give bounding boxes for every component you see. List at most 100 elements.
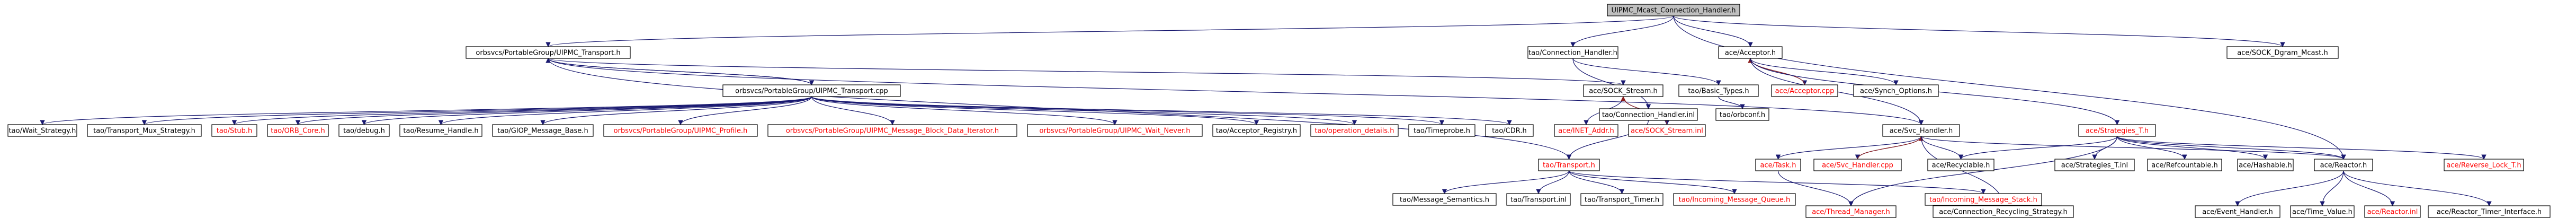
node-uipmc_transport_cpp[interactable]: orbsvcs/PortableGroup/UIPMC_Transport.cp… (722, 84, 901, 97)
node-inet_addr_h[interactable]: ace/INET_Addr.h (1554, 124, 1618, 137)
node-box-synch_options_h (1853, 84, 1939, 97)
node-hashable_h[interactable]: ace/Hashable.h (2237, 159, 2294, 171)
node-label-reactor_h: ace/Reactor.h (2320, 162, 2367, 170)
edge-uipmc_transport_cpp-to-uipmc_transport_h (545, 58, 812, 85)
node-label-connection_recycling_strategy_h: ace/Connection_Recycling_Strategy.h (1939, 208, 2067, 216)
node-box-refcountable_h (2147, 159, 2222, 171)
node-root[interactable]: UIPMC_Mcast_Connection_Handler.h (1607, 4, 1740, 16)
node-basic_types_h[interactable]: tao/Basic_Types.h (1678, 84, 1759, 97)
node-label-root: UIPMC_Mcast_Connection_Handler.h (1611, 7, 1736, 15)
node-svc_handler_h[interactable]: ace/Svc_Handler.h (1882, 124, 1960, 137)
node-connection_handler_h[interactable]: tao/Connection_Handler.h (1527, 46, 1618, 59)
node-timeprobe_h[interactable]: tao/Timeprobe.h (1408, 124, 1475, 137)
node-box-cdr_h (1485, 124, 1534, 137)
node-incoming_message_stack_h[interactable]: tao/Incoming_Message_Stack.h (1925, 193, 2042, 206)
node-label-reactor_inl: ace/Reactor.inl (2367, 208, 2418, 216)
node-strategies_t_inl[interactable]: ace/Strategies_T.inl (2054, 159, 2135, 171)
node-recyclable_h[interactable]: ace/Recyclable.h (1927, 159, 1994, 171)
node-uipmc_profile_h[interactable]: orbsvcs/PortableGroup/UIPMC_Profile.h (603, 124, 758, 137)
node-svc_handler_cpp[interactable]: ace/Svc_Handler.cpp (1813, 159, 1902, 171)
node-box-message_semantics_h (1392, 193, 1497, 206)
node-box-transport_inl (1506, 193, 1571, 206)
node-message_semantics_h[interactable]: tao/Message_Semantics.h (1392, 193, 1497, 206)
node-uipmc_message_block_data_iterator_h[interactable]: orbsvcs/PortableGroup/UIPMC_Message_Bloc… (767, 124, 1017, 137)
node-synch_options_h[interactable]: ace/Synch_Options.h (1853, 84, 1939, 97)
edge-svc_handler_h-to-task_h (1775, 136, 1922, 160)
edge-reactor_h-to-time_value_h (2320, 170, 2344, 206)
node-acceptor_h[interactable]: ace/Acceptor.h (1718, 46, 1783, 59)
node-orb_core_h[interactable]: tao/ORB_Core.h (267, 124, 329, 137)
node-box-resume_handle_h (399, 124, 482, 137)
node-label-event_handler_h: ace/Event_Handler.h (2202, 208, 2273, 216)
node-box-giop_message_base_h (492, 124, 594, 137)
node-event_handler_h[interactable]: ace/Event_Handler.h (2195, 205, 2280, 218)
node-uipmc_transport_h[interactable]: orbsvcs/PortableGroup/UIPMC_Transport.h (466, 46, 631, 59)
node-strategies_t_h[interactable]: ace/Strategies_T.h (2078, 124, 2156, 137)
node-reactor_inl[interactable]: ace/Reactor.inl (2364, 205, 2421, 218)
edge-task_h-to-thread_manager_h (1777, 170, 1854, 206)
node-box-orbconf_h (1715, 108, 1769, 121)
node-incoming_message_queue_h[interactable]: tao/Incoming_Message_Queue.h (1673, 193, 1796, 206)
node-label-transport_h: tao/Transport.h (1543, 162, 1595, 170)
node-refcountable_h[interactable]: ace/Refcountable.h (2147, 159, 2222, 171)
node-label-refcountable_h: ace/Refcountable.h (2151, 162, 2217, 170)
node-box-acceptor_registry_h (1212, 124, 1301, 137)
node-label-sock_stream_inl: ace/SOCK_Stream.inl (1631, 127, 1703, 135)
node-connection_recycling_strategy_h[interactable]: ace/Connection_Recycling_Strategy.h (1933, 205, 2074, 218)
node-uipmc_wait_never_h[interactable]: orbsvcs/PortableGroup/UIPMC_Wait_Never.h (1027, 124, 1203, 137)
node-transport_mux_strategy_h[interactable]: tao/Transport_Mux_Strategy.h (87, 124, 202, 137)
edge-acceptor_h-to-synch_options_h (1750, 58, 1899, 85)
node-thread_manager_h[interactable]: ace/Thread_Manager.h (1805, 205, 1897, 218)
node-reactor_h[interactable]: ace/Reactor.h (2314, 159, 2373, 171)
node-reverse_lock_t_h[interactable]: ace/Reverse_Lock_T.h (2444, 159, 2524, 171)
node-sock_stream_h[interactable]: ace/SOCK_Stream.h (1583, 84, 1663, 97)
node-task_h[interactable]: ace/Task.h (1755, 159, 1801, 171)
node-box-acceptor_cpp (1771, 84, 1838, 97)
node-box-reactor_h (2314, 159, 2373, 171)
node-time_value_h[interactable]: ace/Time_Value.h (2290, 205, 2355, 218)
node-box-strategies_t_h (2078, 124, 2156, 137)
node-transport_inl[interactable]: tao/Transport.inl (1506, 193, 1571, 206)
node-box-connection_recycling_strategy_h (1933, 205, 2074, 218)
node-box-connection_handler_inl (1599, 108, 1698, 121)
node-label-message_semantics_h: tao/Message_Semantics.h (1400, 196, 1489, 204)
edge-uipmc_transport_cpp-to-stub_h (232, 96, 812, 125)
node-acceptor_cpp[interactable]: ace/Acceptor.cpp (1771, 84, 1838, 97)
node-label-uipmc_message_block_data_iterator_h: orbsvcs/PortableGroup/UIPMC_Message_Bloc… (786, 127, 999, 135)
node-label-operation_details_h: tao/operation_details.h (1315, 127, 1394, 135)
node-label-uipmc_transport_h: orbsvcs/PortableGroup/UIPMC_Transport.h (476, 49, 620, 57)
node-cdr_h[interactable]: tao/CDR.h (1485, 124, 1534, 137)
node-label-uipmc_profile_h: orbsvcs/PortableGroup/UIPMC_Profile.h (614, 127, 748, 135)
edge-strategies_t_h-to-reverse_lock_t_h (2116, 136, 2486, 160)
node-connection_handler_inl[interactable]: tao/Connection_Handler.inl (1599, 108, 1698, 121)
node-orbconf_h[interactable]: tao/orbconf.h (1715, 108, 1769, 121)
node-label-uipmc_transport_cpp: orbsvcs/PortableGroup/UIPMC_Transport.cp… (735, 88, 888, 95)
node-acceptor_registry_h[interactable]: tao/Acceptor_Registry.h (1212, 124, 1301, 137)
node-label-timeprobe_h: tao/Timeprobe.h (1414, 127, 1470, 135)
node-sock_stream_inl[interactable]: ace/SOCK_Stream.inl (1628, 124, 1706, 137)
node-box-root (1607, 4, 1740, 16)
edge-uipmc_transport_cpp-to-transport_mux_strategy_h (142, 96, 812, 125)
node-label-synch_options_h: ace/Synch_Options.h (1860, 88, 1932, 95)
edge-uipmc_transport_h-to-sock_stream_h (548, 58, 1626, 85)
node-stub_h[interactable]: tao/Stub.h (211, 124, 257, 137)
node-box-incoming_message_stack_h (1925, 193, 2042, 206)
node-reactor_timer_interface_h[interactable]: ace/Reactor_Timer_Interface.h (2428, 205, 2551, 218)
node-resume_handle_h[interactable]: tao/Resume_Handle.h (399, 124, 482, 137)
node-label-connection_handler_inl: tao/Connection_Handler.inl (1602, 111, 1695, 119)
node-giop_message_base_h[interactable]: tao/GIOP_Message_Base.h (492, 124, 594, 137)
node-box-thread_manager_h (1805, 205, 1897, 218)
node-wait_strategy_h[interactable]: tao/Wait_Strategy.h (7, 124, 77, 137)
node-transport_h[interactable]: tao/Transport.h (1538, 159, 1600, 171)
node-debug_h[interactable]: tao/debug.h (338, 124, 390, 137)
edge-transport_h-to-message_semantics_h (1442, 170, 1570, 194)
node-sock_dgram_mcast_h[interactable]: ace/SOCK_Dgram_Mcast.h (2226, 46, 2339, 59)
edges-layer (40, 15, 2492, 206)
edge-uipmc_transport_cpp-to-uipmc_profile_h (678, 96, 812, 125)
edge-root-to-reactor_h (1673, 15, 2346, 160)
node-label-time_value_h: ace/Time_Value.h (2292, 208, 2353, 216)
node-box-transport_mux_strategy_h (87, 124, 202, 137)
node-transport_timer_h[interactable]: tao/Transport_Timer.h (1580, 193, 1663, 206)
edge-strategies_t_h-to-refcountable_h (2116, 136, 2187, 160)
node-operation_details_h[interactable]: tao/operation_details.h (1310, 124, 1399, 137)
